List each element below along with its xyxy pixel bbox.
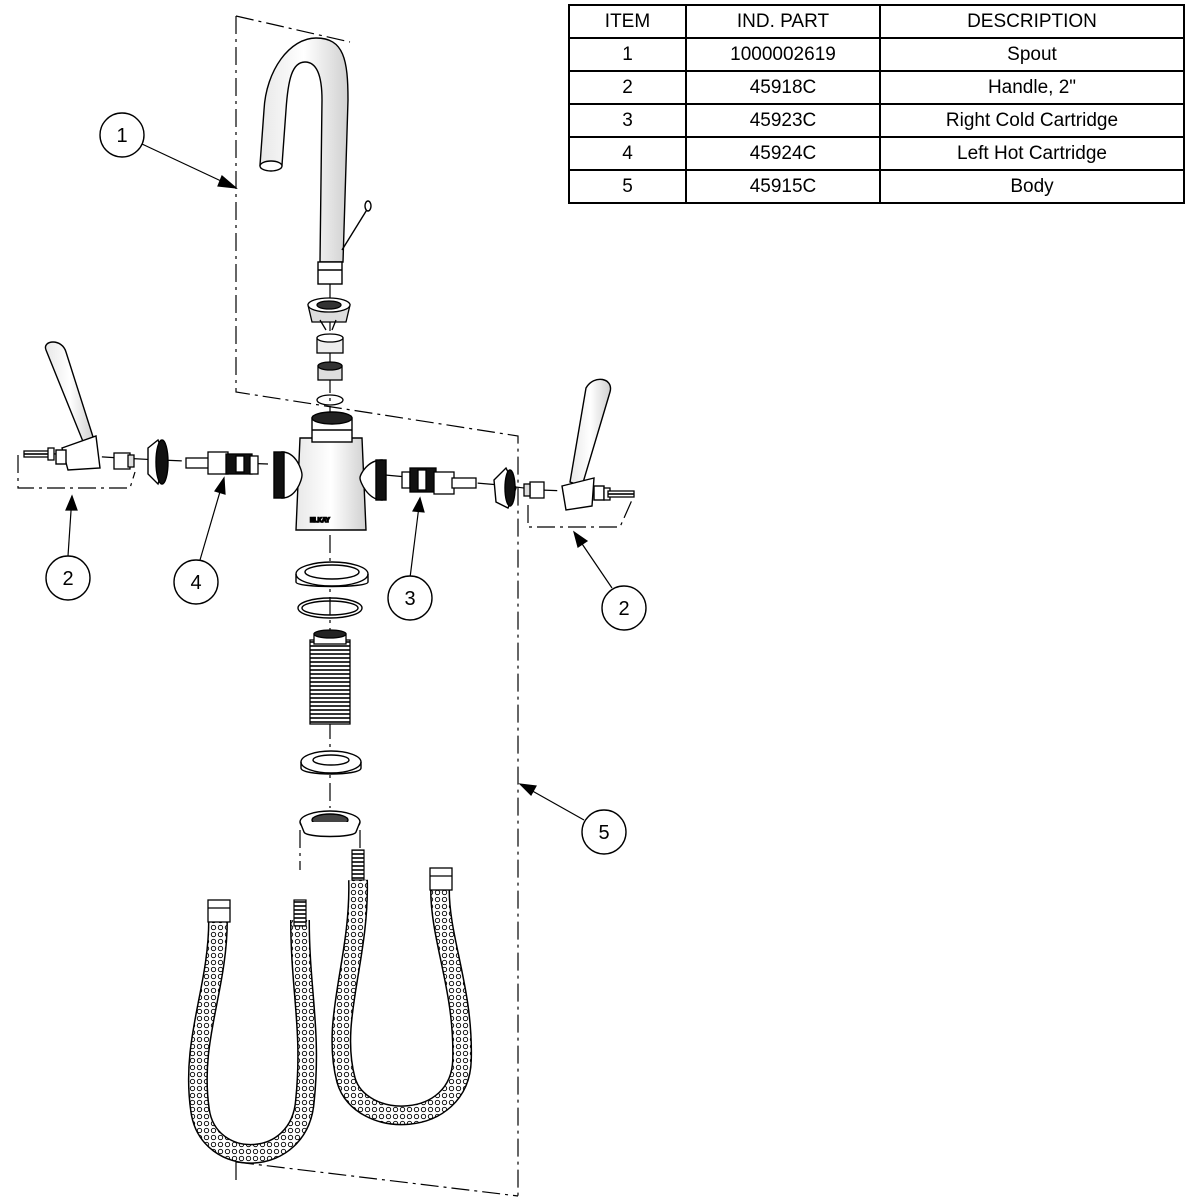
cold-cartridge-part <box>401 467 477 495</box>
row-description: Body <box>879 169 1185 204</box>
right-handle-screw <box>603 487 635 501</box>
callout-1-label: 1 <box>116 125 127 147</box>
body-brand-label: ELKAY <box>310 518 330 524</box>
row-item: 5 <box>568 169 687 204</box>
table-row: 4 45924C Left Hot Cartridge <box>568 136 1185 171</box>
faucet-body: ELKAY <box>273 411 387 531</box>
table-row: 2 45918C Handle, 2" <box>568 70 1185 105</box>
table-row: 3 45923C Right Cold Cartridge <box>568 103 1185 138</box>
callout-2-right-label: 2 <box>618 598 629 620</box>
left-handle-screw <box>23 447 55 461</box>
spout-nut <box>307 297 351 331</box>
row-description: Spout <box>879 37 1185 72</box>
row-description: Handle, 2" <box>879 70 1185 105</box>
right-escutcheon <box>493 466 517 509</box>
callout-1: 1 <box>99 112 145 158</box>
header-part: IND. PART <box>685 4 881 39</box>
row-description: Right Cold Cartridge <box>879 103 1185 138</box>
parts-table-header-row: ITEM IND. PART DESCRIPTION <box>568 4 1185 39</box>
lock-nut <box>299 810 361 838</box>
callout-leaders <box>65 143 613 821</box>
row-item: 2 <box>568 70 687 105</box>
o-ring <box>297 597 363 619</box>
spout-group-outline <box>235 15 351 43</box>
row-description: Left Hot Cartridge <box>879 136 1185 171</box>
left-handle-group <box>17 455 136 489</box>
mounting-gasket <box>295 561 369 588</box>
row-part: 45918C <box>685 70 881 105</box>
left-bonnet-nut <box>113 452 135 470</box>
callout-3-label: 3 <box>404 588 415 610</box>
spout-washer-1 <box>316 333 344 354</box>
row-item: 1 <box>568 37 687 72</box>
left-escutcheon <box>147 438 169 486</box>
row-part: 45915C <box>685 169 881 204</box>
callout-2-left-label: 2 <box>62 568 73 590</box>
right-handle <box>561 378 612 511</box>
right-handle-group <box>527 499 633 528</box>
header-item: ITEM <box>568 4 687 39</box>
flat-washer <box>300 750 362 775</box>
mounting-shank <box>309 629 351 725</box>
callout-5: 5 <box>581 809 627 855</box>
callout-4-label: 4 <box>190 572 201 594</box>
row-part: 45924C <box>685 136 881 171</box>
spout-group-left-edge <box>235 16 519 1196</box>
row-part: 1000002619 <box>685 37 881 72</box>
supply-hose-right <box>331 849 473 1126</box>
callout-4: 4 <box>173 559 219 605</box>
table-row: 1 1000002619 Spout <box>568 37 1185 72</box>
row-item: 3 <box>568 103 687 138</box>
row-part: 45923C <box>685 103 881 138</box>
body-group-bottom <box>235 1161 519 1197</box>
row-item: 4 <box>568 136 687 171</box>
callout-5-label: 5 <box>598 822 609 844</box>
hot-cartridge-part <box>185 451 259 475</box>
snap-ring <box>316 394 344 406</box>
parts-table: ITEM IND. PART DESCRIPTION 1 1000002619 … <box>568 4 1185 204</box>
callout-2-left: 2 <box>45 555 91 601</box>
supply-hose-left <box>187 899 318 1164</box>
table-row: 5 45915C Body <box>568 169 1185 204</box>
header-description: DESCRIPTION <box>879 4 1185 39</box>
spout-washer-2 <box>317 361 343 381</box>
spout <box>259 37 372 285</box>
right-bonnet-nut <box>523 481 545 499</box>
callout-2-right: 2 <box>601 585 647 631</box>
callout-3: 3 <box>387 575 433 621</box>
left-handle <box>44 341 101 471</box>
